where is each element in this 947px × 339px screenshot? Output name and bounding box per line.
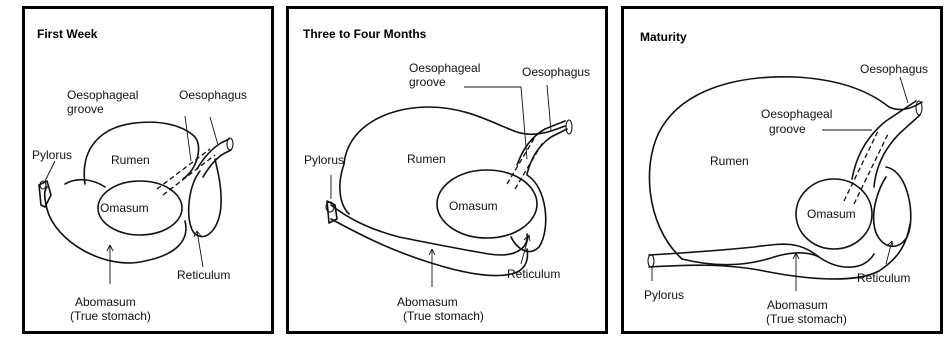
- oesophagus-opening: [566, 120, 572, 134]
- label-oesophagus: Oesophagus: [522, 65, 590, 79]
- label-reticulum: Reticulum: [857, 271, 910, 285]
- label-abomasum-2: (True stomach): [766, 312, 847, 326]
- label-oesophageal-groove-1: Oesophageal: [409, 61, 480, 75]
- rumen-outline: [649, 77, 922, 259]
- pylorus-leader: [45, 161, 55, 181]
- label-abomasum-1: Abomasum: [75, 295, 136, 309]
- label-rumen: Rumen: [710, 154, 749, 168]
- abomasum-bottom: [331, 219, 527, 276]
- groove-dash-2: [163, 155, 215, 195]
- label-abomasum-1: Abomasum: [397, 295, 458, 309]
- label-abomasum-1: Abomasum: [767, 298, 828, 312]
- rumen-outline: [344, 107, 565, 164]
- label-oesophageal-groove-2: groove: [67, 102, 104, 116]
- label-oesophageal-groove-2: groove: [409, 75, 446, 89]
- label-pylorus: Pylorus: [304, 153, 344, 167]
- panel-title: First Week: [37, 27, 98, 41]
- oesophagus-leader: [210, 117, 218, 145]
- reticulum-outline: [874, 167, 911, 246]
- oesophagus-tube: [197, 139, 231, 177]
- stomach-diagram-first-week: First Week Oesophageal groove Oesophagus…: [25, 9, 271, 331]
- pylorus-opening: [648, 255, 654, 267]
- label-oesophageal-groove-1: Oesophageal: [761, 107, 832, 121]
- label-oesophageal-groove-2: groove: [769, 122, 806, 136]
- panel-title: Maturity: [640, 30, 687, 44]
- label-omasum: Omasum: [807, 207, 856, 221]
- reticulum-outline: [189, 159, 221, 237]
- label-rumen: Rumen: [407, 152, 446, 166]
- oesophagus-opening: [227, 138, 233, 150]
- stomach-diagram-maturity: Maturity Oesophagus Oesophageal groove R…: [624, 9, 940, 331]
- abomasum-outline: [649, 244, 874, 267]
- label-oesophagus: Oesophagus: [860, 62, 928, 76]
- label-abomasum-2: (True stomach): [70, 309, 151, 323]
- label-oesophageal-groove-1: Oesophageal: [67, 88, 138, 102]
- rumen-lower: [340, 164, 349, 214]
- panel-maturity: Maturity Oesophagus Oesophageal groove R…: [621, 6, 943, 334]
- label-omasum: Omasum: [100, 201, 149, 215]
- panel-three-to-four-months: Three to Four Months Oesophageal groove …: [286, 6, 608, 334]
- oesophagus-leader: [900, 77, 908, 103]
- abomasum-outline: [331, 205, 527, 255]
- oesophagus-tube: [852, 101, 920, 187]
- oesophagus-leader: [547, 85, 551, 131]
- label-reticulum: Reticulum: [507, 267, 560, 281]
- panel-title: Three to Four Months: [303, 27, 427, 41]
- groove-leader: [185, 116, 191, 161]
- abomasum-outline: [45, 187, 186, 263]
- label-pylorus: Pylorus: [32, 148, 72, 162]
- label-rumen: Rumen: [111, 153, 150, 167]
- label-reticulum: Reticulum: [177, 268, 230, 282]
- label-omasum: Omasum: [449, 199, 498, 213]
- label-oesophagus: Oesophagus: [179, 88, 247, 102]
- groove-dash-2: [854, 132, 889, 204]
- label-pylorus: Pylorus: [644, 288, 684, 302]
- stomach-diagram-three-to-four-months: Three to Four Months Oesophageal groove …: [289, 9, 605, 331]
- label-abomasum-2: (True stomach): [403, 309, 484, 323]
- panel-first-week: First Week Oesophageal groove Oesophagus…: [22, 6, 274, 334]
- groove-dash-1: [157, 149, 210, 189]
